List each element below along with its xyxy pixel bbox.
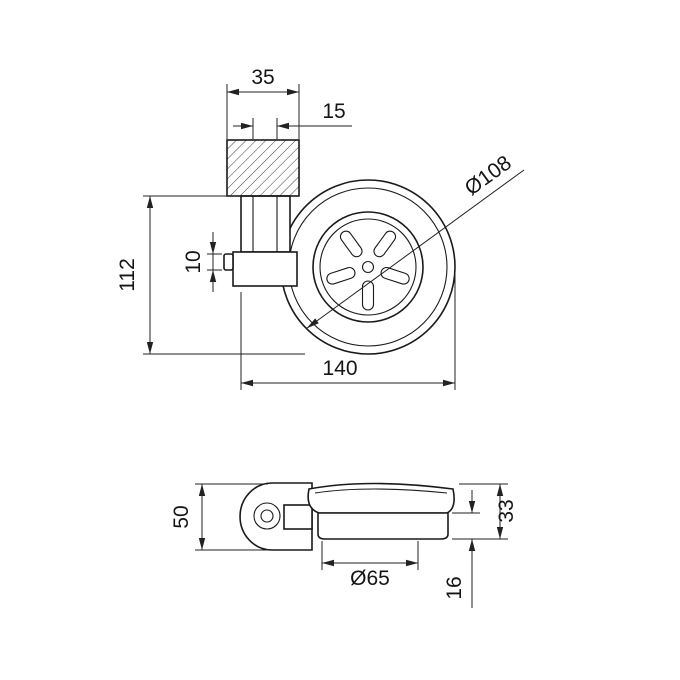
side-knob	[223, 253, 234, 271]
dim-label-50: 50	[170, 505, 193, 528]
dim-label-112: 112	[116, 258, 139, 291]
dim-label-140: 140	[322, 357, 357, 380]
dish-top	[280, 179, 456, 355]
dimension-33: 33	[452, 483, 518, 540]
dim-label-16: 16	[443, 576, 466, 599]
side-view: 50 33 16 Ø65	[170, 482, 518, 608]
dimension-diameter-65: Ø65	[321, 541, 419, 590]
dim-label-108: Ø108	[461, 151, 516, 200]
wall-bracket-side	[239, 482, 313, 551]
top-view: 35 15 112 10	[116, 66, 525, 390]
pivot-collar	[232, 251, 298, 287]
bracket-stub	[283, 504, 313, 530]
dish-bowl-circle	[312, 211, 424, 323]
dim-label-35: 35	[251, 66, 274, 89]
bracket-body	[239, 482, 313, 551]
dish-rim-line	[314, 488, 448, 494]
dim-label-33: 33	[495, 499, 518, 522]
dimension-10: 10	[182, 232, 222, 292]
pivot-circle-outer	[253, 502, 281, 530]
dimension-140: 140	[240, 272, 456, 390]
wall-mount-top	[223, 139, 300, 287]
dish-bowl-profile	[307, 482, 455, 514]
dimension-35: 35	[226, 66, 300, 139]
dim-label-15: 15	[322, 100, 345, 123]
mount-arm	[240, 195, 291, 253]
pivot-circle-inner	[260, 509, 274, 523]
dish-side	[307, 482, 455, 540]
dish-inner-circle	[319, 218, 417, 316]
dim-label-65: Ø65	[350, 567, 390, 590]
drain-center-hole	[361, 260, 375, 274]
dimension-15: 15	[233, 100, 352, 139]
dimension-16: 16	[443, 490, 480, 608]
drain-slots	[326, 230, 410, 311]
dimension-50: 50	[170, 483, 268, 551]
holder-ring	[317, 512, 449, 540]
dimension-112: 112	[116, 195, 305, 355]
wall-section-hatch	[226, 139, 300, 197]
dim-label-10: 10	[182, 250, 205, 273]
